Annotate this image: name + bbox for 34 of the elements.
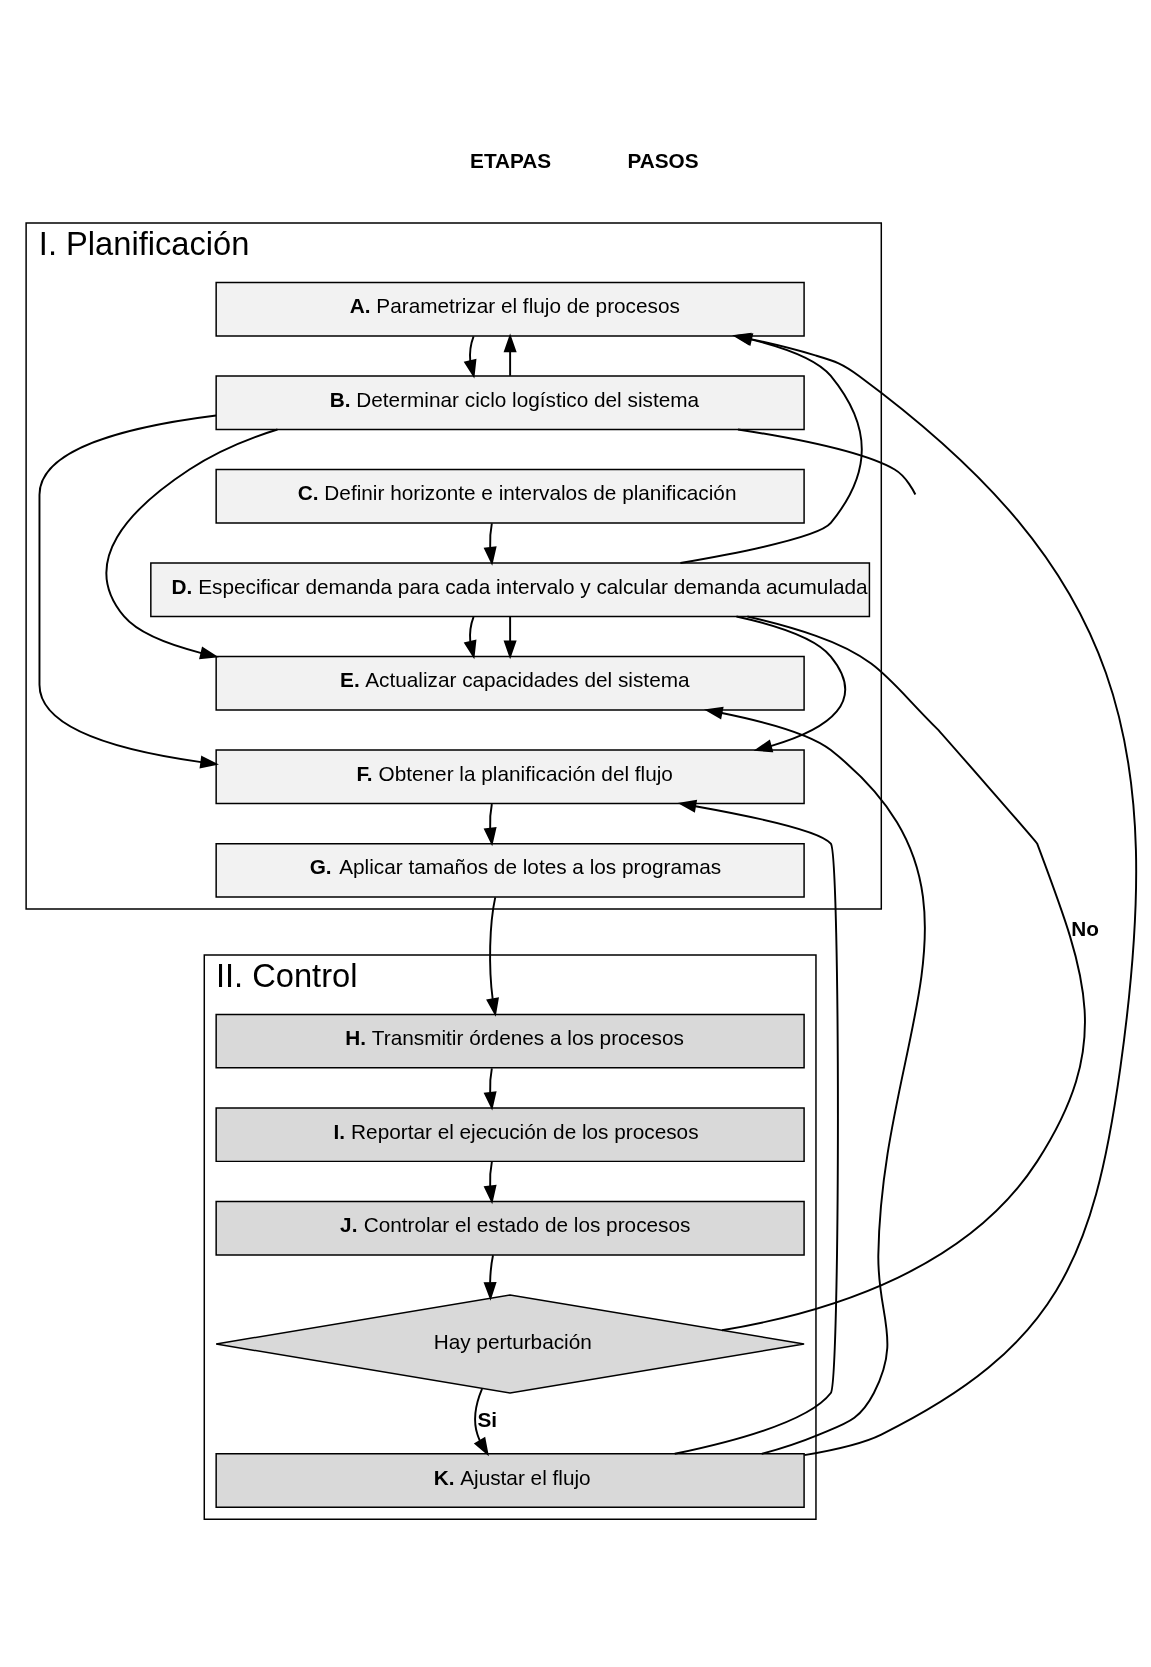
connector [737,427,917,495]
node-box: A. Parametrizar el flujo de procesos [215,281,805,337]
label: PASOS [627,148,699,172]
edge-label: Si [477,1407,498,1431]
node-box: D. Especificar demanda para cada intervalo y calcular demanda acumulada [150,561,871,617]
arrow [483,1160,497,1204]
node-box: C. Definir horizonte e intervalos de planificación [215,468,805,524]
node-box: G. Aplicar tamaños de lotes a los programas [215,842,805,898]
label: ETAPAS [470,148,552,172]
arrow [483,1066,497,1111]
edge-label: No [1071,916,1100,940]
arrow [704,706,926,1455]
connector [721,615,1086,1331]
arrow [503,332,517,377]
arrow [105,428,279,659]
arrow [483,802,497,846]
node-box: F. Obtener la planificación del flujo [215,748,805,804]
arrow [483,1253,497,1301]
arrow [463,615,477,659]
node-box: K. Ajustar el flujo [215,1452,805,1508]
arrow [486,895,499,1017]
node-box: I. Reportar el ejecución de los procesos [215,1106,805,1162]
node-box: J. Controlar el estado de los procesos [215,1200,805,1256]
arrow [483,521,497,566]
arrow [673,799,839,1455]
arrow [38,413,219,769]
arrow [735,615,847,752]
node-box: E. Actualizar capacidades del sistema [215,655,805,711]
node-box: H. Transmitir órdenes a los procesos [215,1013,805,1069]
arrow [473,1387,489,1456]
arrow [463,334,477,379]
arrow [503,615,517,659]
node-diamond: Hay perturbación [215,1293,805,1394]
node-box: B. Determinar ciclo logístico del sistema [215,374,805,430]
